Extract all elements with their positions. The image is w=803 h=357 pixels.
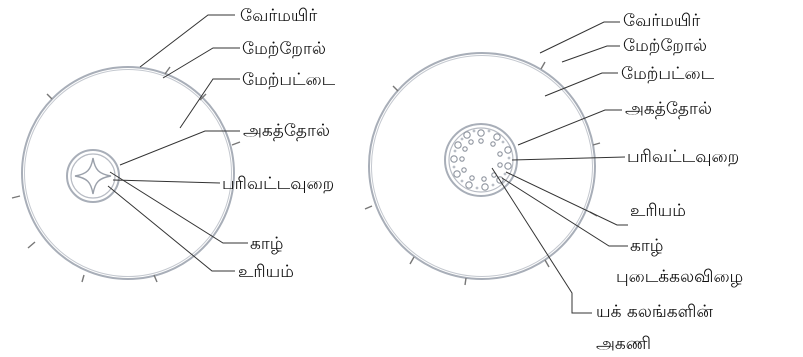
left-label-root-hair: வேர்மயிர் bbox=[240, 6, 317, 26]
left-epidermis-inner bbox=[25, 70, 232, 277]
right-label-pericycle: பரிவட்டவுறை bbox=[627, 147, 739, 167]
right-root-hairs bbox=[365, 62, 600, 285]
right-label-pith-line2: யக் கலங்களின் bbox=[596, 302, 713, 322]
right-endodermis bbox=[445, 124, 517, 196]
right-label-endodermis: அகத்தோல் bbox=[625, 99, 712, 119]
right-label-phloem: உரியம் bbox=[630, 201, 686, 221]
right-label-xylem: காழ் bbox=[630, 236, 663, 256]
right-label-pith-line1: புடைக்கலவிழை bbox=[616, 267, 743, 287]
right-leader-pith bbox=[492, 168, 592, 313]
right-vascular-bundles bbox=[451, 130, 511, 190]
left-label-xylem: காழ் bbox=[250, 234, 283, 254]
right-leader-pericycle bbox=[512, 157, 625, 160]
right-pericycle bbox=[449, 128, 513, 192]
left-leader-root-hair bbox=[140, 15, 235, 67]
left-leader-endodermis bbox=[120, 131, 240, 165]
right-epidermis-outer bbox=[369, 53, 595, 279]
left-endodermis bbox=[67, 150, 119, 202]
left-epidermis-outer bbox=[22, 67, 234, 279]
right-leader-xylem bbox=[502, 178, 628, 246]
right-label-epidermis: மேற்றோல் bbox=[623, 36, 707, 56]
left-label-cortex: மேற்பட்டை bbox=[242, 70, 336, 90]
left-diagram: வேர்மயிர் மேற்றோல் மேற்பட்டை அகத்தோல் பர… bbox=[12, 6, 336, 282]
left-root-hairs bbox=[12, 67, 240, 282]
right-label-cortex: மேற்பட்டை bbox=[621, 64, 715, 84]
right-label-root-hair: வேர்மயிர் bbox=[623, 11, 700, 31]
right-leader-epidermis bbox=[562, 46, 620, 62]
left-label-pericycle: பரிவட்டவுறை bbox=[222, 174, 334, 194]
right-epidermis-inner bbox=[372, 56, 593, 277]
right-leader-root-hair bbox=[540, 22, 620, 53]
left-label-endodermis: அகத்தோல் bbox=[243, 121, 330, 141]
right-diagram: வேர்மயிர் மேற்றோல் மேற்பட்டை அகத்தோல் பர… bbox=[365, 11, 743, 354]
left-leader-pericycle bbox=[113, 180, 220, 183]
right-label-pith-line3: அகணி bbox=[596, 334, 651, 354]
left-label-phloem: உரியம் bbox=[238, 262, 294, 282]
right-leader-endodermis bbox=[518, 110, 622, 145]
left-label-epidermis: மேற்றோல் bbox=[242, 39, 326, 59]
left-leader-epidermis bbox=[163, 48, 240, 78]
right-leader-phloem bbox=[506, 172, 628, 225]
left-xylem-star bbox=[75, 158, 111, 194]
